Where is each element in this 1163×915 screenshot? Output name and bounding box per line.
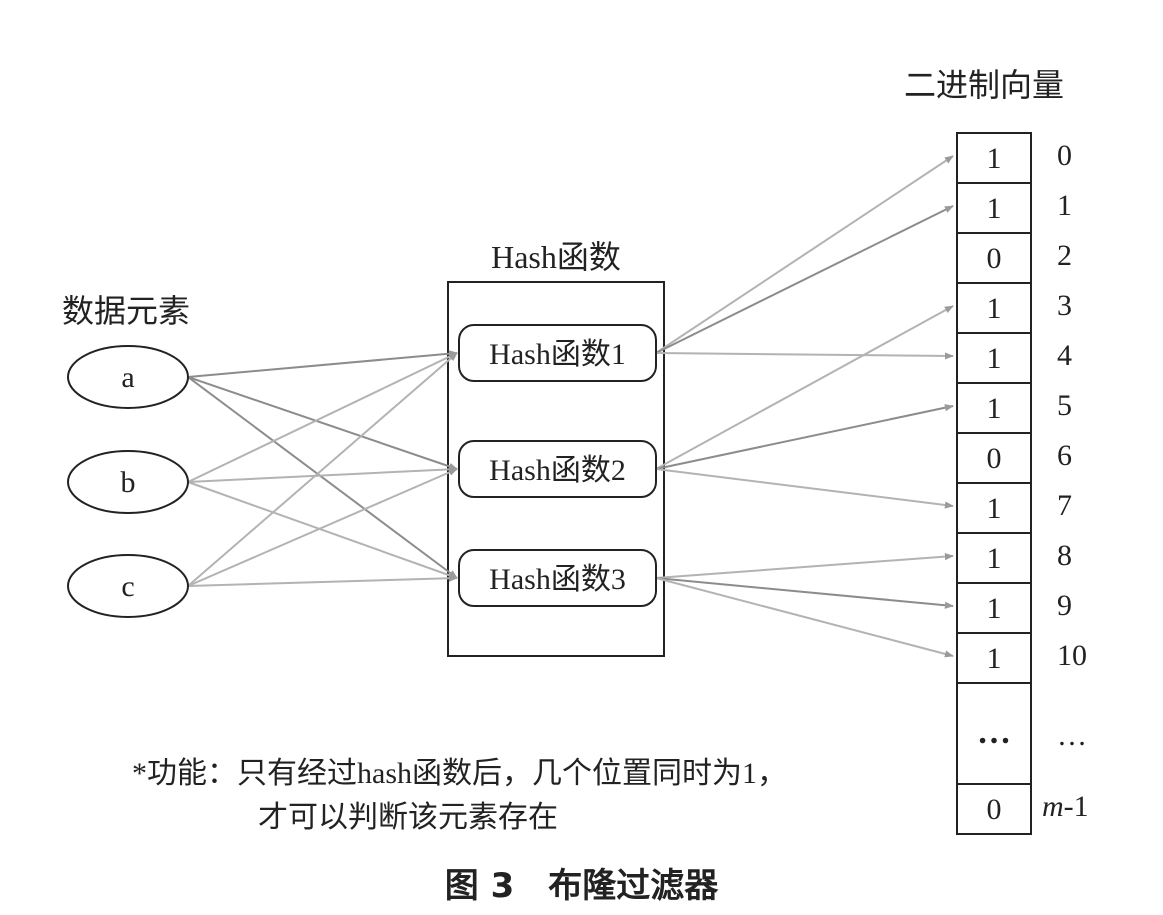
edge-element-to-hash (187, 376, 458, 470)
edge-element-to-hash (187, 376, 458, 579)
vector-bit: 1 (987, 392, 1002, 425)
element-label: a (121, 361, 134, 394)
vector-index: 1 (1057, 189, 1072, 222)
vector-cell-0 (956, 132, 1032, 184)
vector-index: 3 (1057, 289, 1072, 322)
vector-cell-10 (956, 632, 1032, 684)
vector-index: 4 (1057, 339, 1072, 372)
vector-bit: 1 (987, 642, 1002, 675)
vector-index: m-1 (1042, 790, 1089, 823)
edge-hash-to-bit (655, 305, 954, 470)
vector-bit: 1 (987, 292, 1002, 325)
edge-element-to-hash (187, 352, 458, 587)
vector-bit: 1 (987, 492, 1002, 525)
vector-bit: 0 (987, 442, 1002, 475)
element-label: c (121, 570, 134, 603)
vector-cell-9 (956, 582, 1032, 634)
edge-hash-to-bit (655, 577, 954, 609)
edge-hash-to-bit (655, 155, 954, 354)
vector-title: 二进制向量 (904, 67, 1064, 103)
element-node-c (67, 554, 189, 618)
edge-element-to-hash (187, 574, 458, 587)
hash-function-label: Hash函数2 (489, 454, 626, 487)
edge-hash-to-bit (655, 468, 954, 509)
hash-function-box-1 (458, 324, 657, 382)
vector-bit: 1 (987, 142, 1002, 175)
vector-index: 8 (1057, 539, 1072, 572)
edge-hash-to-bit (655, 205, 954, 354)
vector-bit: 0 (987, 793, 1002, 826)
element-node-a (67, 345, 189, 409)
edge-element-to-hash (187, 468, 458, 587)
edge-hash-to-bit (655, 352, 954, 360)
hash-function-box-3 (458, 549, 657, 607)
edge-element-to-hash (187, 352, 458, 483)
hash-function-label: Hash函数3 (489, 563, 626, 596)
vector-cell-4 (956, 332, 1032, 384)
vector-bit: 1 (987, 592, 1002, 625)
vector-index: 0 (1057, 139, 1072, 172)
vector-bit: 1 (987, 342, 1002, 375)
vector-index: 10 (1057, 639, 1087, 672)
vector-cell-12 (956, 783, 1032, 835)
hash-function-box-2 (458, 440, 657, 498)
vector-index: 9 (1057, 589, 1072, 622)
vector-index: 6 (1057, 439, 1072, 472)
edges-layer (187, 155, 954, 658)
figure-caption: 图 3 布隆过滤器 (444, 866, 719, 906)
data-elements-title: 数据元素 (62, 293, 190, 329)
vector-bit: 0 (987, 242, 1002, 275)
vector-cell-6 (956, 432, 1032, 484)
element-label: b (121, 466, 136, 499)
note-line-1: *功能：只有经过hash函数后，几个位置同时为1， (132, 757, 787, 790)
hash-group-title: Hash函数 (491, 239, 621, 275)
element-node-b (67, 450, 189, 514)
vector-cell-7 (956, 482, 1032, 534)
edge-hash-to-bit (655, 577, 954, 658)
vector-cell-2 (956, 232, 1032, 284)
vector-index: 7 (1057, 489, 1072, 522)
vector-ellipsis-cell (956, 682, 1032, 794)
vector-ellipsis: … (977, 714, 1011, 751)
edge-element-to-hash (187, 350, 458, 378)
edge-hash-to-bit (655, 553, 954, 579)
edge-hash-to-bit (655, 404, 954, 470)
vector-index: 2 (1057, 239, 1072, 272)
vector-index: 5 (1057, 389, 1072, 422)
vector-bit: 1 (987, 192, 1002, 225)
edge-element-to-hash (187, 465, 458, 483)
vector-index-ellipsis: … (1057, 719, 1087, 752)
vector-bit: 1 (987, 542, 1002, 575)
vector-cell-1 (956, 182, 1032, 234)
hash-function-label: Hash函数1 (489, 338, 626, 371)
edge-element-to-hash (187, 481, 458, 579)
note-line-2: 才可以判断该元素存在 (258, 801, 558, 834)
